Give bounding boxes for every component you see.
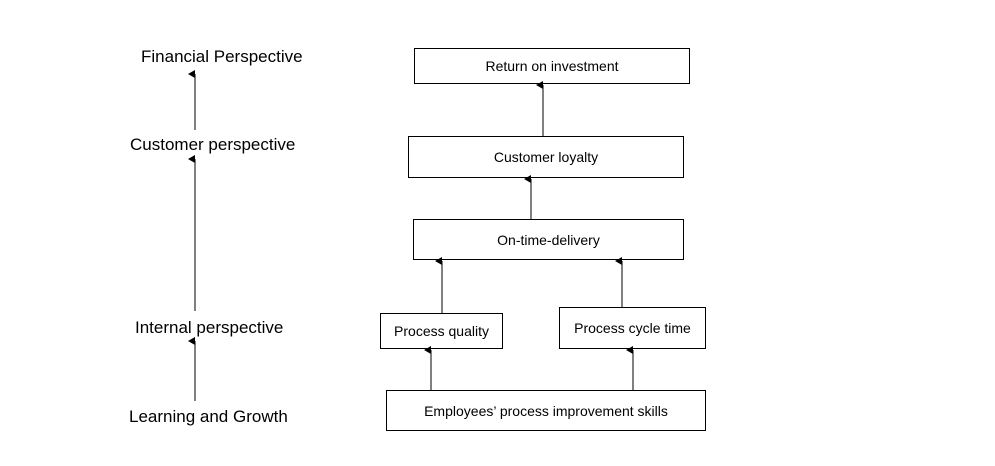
process-cycle-time-box: Process cycle time [559,307,706,349]
customer-perspective-label: Customer perspective [130,135,296,154]
customer-loyalty-text: Customer loyalty [493,149,599,165]
learning-growth-label: Learning and Growth [129,407,288,426]
customer-loyalty-box: Customer loyalty [408,136,684,178]
on-time-delivery-text: On-time-delivery [497,231,600,248]
employee-skills-text: Employees’ process improvement skills [424,402,668,419]
return-on-investment-box: Return on investment [414,48,690,84]
on-time-delivery-box: On-time-delivery [413,219,684,260]
return-on-investment-text: Return on investment [485,58,619,74]
employee-skills-box: Employees’ process improvement skills [386,390,706,431]
process-cycle-time-text: Process cycle time [574,320,691,336]
process-quality-text: Process quality [394,323,489,339]
internal-perspective-label: Internal perspective [135,318,284,337]
financial-perspective-label: Financial Perspective [141,47,303,66]
process-quality-box: Process quality [380,313,503,349]
